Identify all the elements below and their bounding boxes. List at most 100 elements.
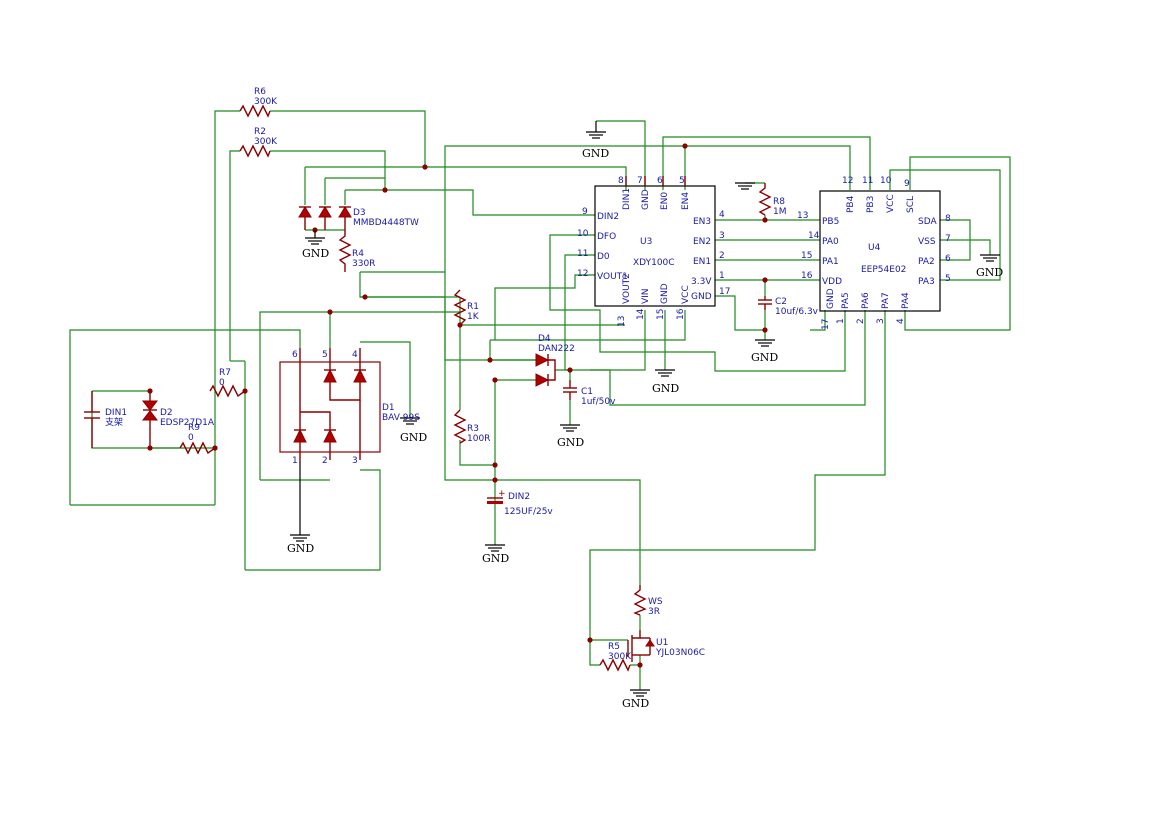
u4-pin-pa0: PA0 xyxy=(822,237,839,247)
u3-pin-num: 4 xyxy=(719,210,725,220)
resistor-r5: R5 300K xyxy=(599,642,632,672)
r1-value: 1K xyxy=(467,312,480,322)
u4-pin-num: 15 xyxy=(801,251,812,261)
diode-array-d3: D3 MMBD4448TW xyxy=(298,206,419,230)
u3-pin-num: 15 xyxy=(656,309,666,320)
ground-symbol: GND xyxy=(400,417,427,444)
r4-ref: R4 xyxy=(352,249,364,259)
gnd-label: GND xyxy=(582,147,609,160)
mosfet-u1: U1 YJL03N06C xyxy=(627,630,705,662)
gnd-label: GND xyxy=(482,552,509,565)
resistor-r3: R3 100R xyxy=(453,409,490,444)
u3-pin-din2: DIN2 xyxy=(597,212,619,222)
resistor-r7: R7 0 xyxy=(209,368,246,398)
d1-pin-2: 2 xyxy=(322,456,328,466)
ground-symbol: GND xyxy=(976,254,1003,279)
ws-value: 3R xyxy=(648,607,660,617)
c2-value: 10uf/6.3v xyxy=(775,307,819,317)
u4-pin-pa6: PA6 xyxy=(861,292,871,309)
gnd-label: GND xyxy=(652,382,679,395)
u4-pin-num: 17 xyxy=(821,319,831,330)
din1-value: 支架 xyxy=(105,416,123,428)
u4-pin-num: 5 xyxy=(945,274,951,284)
u4-pin-vss: VSS xyxy=(918,237,936,247)
u4-pin-num: 6 xyxy=(945,254,951,264)
d1-value: BAV 99S xyxy=(382,413,420,423)
d1-ref: D1 xyxy=(382,403,395,413)
u4-pin-num: 3 xyxy=(876,318,886,324)
d1-pin-5: 5 xyxy=(322,350,328,360)
u3-pin-num: 14 xyxy=(636,308,646,320)
u1-ref: U1 xyxy=(656,638,668,648)
r6-ref: R6 xyxy=(254,87,266,97)
u3-pin-num: 1 xyxy=(719,271,725,281)
ws-ref: WS xyxy=(648,597,663,607)
u3-pin-vout1: VOUT1 xyxy=(597,272,628,282)
u4-pin-num: 11 xyxy=(862,176,873,186)
ground-symbol: GND xyxy=(287,460,314,555)
u4-pin-vdd: VDD xyxy=(822,277,842,287)
u3-pin-3v3: 3.3V xyxy=(691,277,712,287)
u3-pin-dfo: DFO xyxy=(597,232,616,242)
u3-ref: U3 xyxy=(640,237,652,247)
gnd-label: GND xyxy=(751,351,778,364)
din2-ref: DIN2 xyxy=(508,492,530,502)
ground-symbol: GND xyxy=(482,544,509,565)
u4-pin-num: 1 xyxy=(836,318,846,324)
u4-pin-num: 2 xyxy=(856,318,866,324)
d3-ref: D3 xyxy=(353,208,366,218)
ground-symbol: GND xyxy=(751,339,778,364)
u3-pin-vin: VIN xyxy=(641,288,651,304)
r3-ref: R3 xyxy=(467,424,479,434)
ground-symbol xyxy=(735,182,755,190)
resistor-ws: WS 3R xyxy=(633,585,663,617)
d1-pin-3: 3 xyxy=(352,456,358,466)
u4-pin-scl: SCL xyxy=(906,196,916,213)
r1-ref: R1 xyxy=(467,302,479,312)
svg-text:+: + xyxy=(498,489,506,499)
u4-pin-pb3: PB3 xyxy=(866,196,876,213)
r2-ref: R2 xyxy=(254,127,266,137)
u3-pin-en1: EN1 xyxy=(693,257,711,267)
c2-ref: C2 xyxy=(775,297,787,307)
connector-din1: DIN1 支架 xyxy=(84,391,127,448)
ground-symbol: GND xyxy=(622,689,650,710)
d4-ref: D4 xyxy=(538,334,551,344)
resistor-r9: R9 0 xyxy=(179,423,216,455)
u3-pin-gnd2: GND xyxy=(691,292,712,302)
diode-pair-d4: D4 DAN222 xyxy=(535,334,575,387)
ground-symbol: GND xyxy=(557,424,584,449)
u4-pin-pa7: PA7 xyxy=(881,292,891,309)
u4-pin-pa4: PA4 xyxy=(901,292,911,309)
u4-pin-vcc: VCC xyxy=(886,194,896,213)
d4-value: DAN222 xyxy=(538,344,575,354)
u3-pin-num: 9 xyxy=(582,207,588,217)
r5-value: 300K xyxy=(608,652,632,662)
u4-pin-pa5: PA5 xyxy=(841,292,851,309)
capacitor-c2: C2 10uf/6.3v xyxy=(758,296,819,317)
u3-pin-en4: EN4 xyxy=(681,192,691,210)
r8-ref: R8 xyxy=(773,197,785,207)
r8-value: 1M xyxy=(773,207,787,217)
u3-pin-num: 16 xyxy=(676,308,686,320)
resistor-r1: R1 1K xyxy=(453,289,480,326)
u4-pin-gnd: GND xyxy=(826,288,836,309)
d1-pin-4: 4 xyxy=(352,350,358,360)
u1-value: YJL03N06C xyxy=(655,648,705,658)
gnd-label: GND xyxy=(400,431,427,444)
r6-value: 300K xyxy=(254,97,278,107)
u4-pin-pb4: PB4 xyxy=(846,195,856,213)
c1-ref: C1 xyxy=(581,387,593,397)
u4-pin-num: 9 xyxy=(904,179,910,189)
d3-value: MMBD4448TW xyxy=(353,218,419,228)
resistor-r6: R6 300K xyxy=(239,87,278,118)
u3-pin-num: 13 xyxy=(617,316,627,327)
u4-value: EEP54E02 xyxy=(861,265,906,275)
r2-value: 300K xyxy=(254,137,278,147)
ic-u4: 12 11 10 9 PB4 PB3 VCC SCL 13 14 15 16 P… xyxy=(797,176,951,330)
u3-pin-en2: EN2 xyxy=(693,237,711,247)
u4-pin-sda: SDA xyxy=(918,217,937,227)
u3-pin-d0: D0 xyxy=(597,252,610,262)
d2-value: EDSP27D1A xyxy=(160,418,215,428)
